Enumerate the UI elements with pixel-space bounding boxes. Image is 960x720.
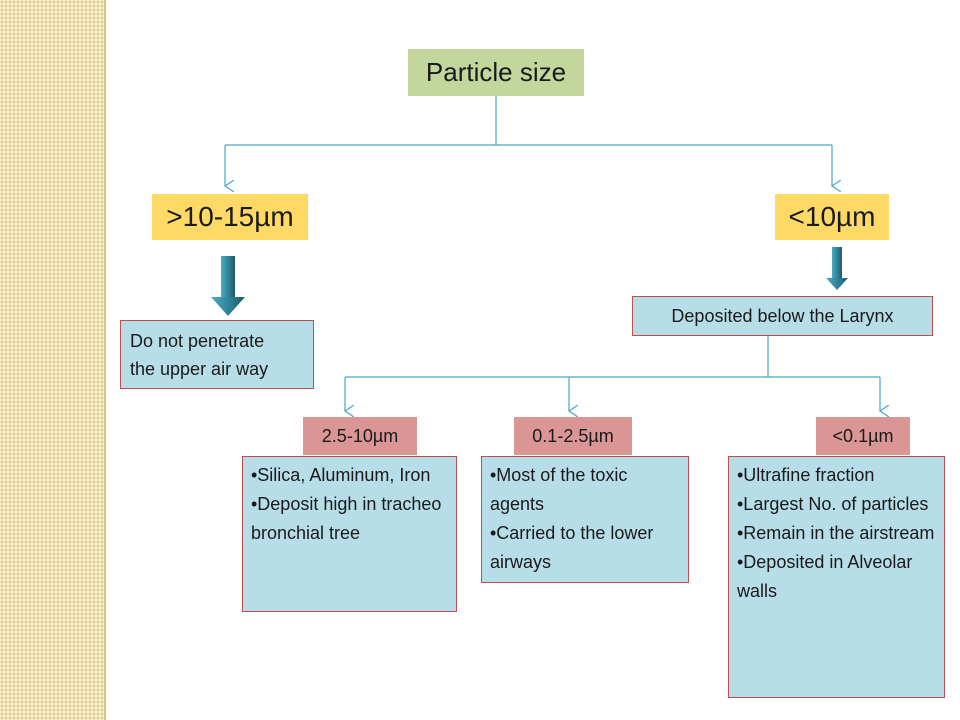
block-arrow-right (826, 247, 848, 290)
coarse-details-box: •Silica, Aluminum, Iron •Deposit high in… (242, 456, 457, 612)
particle-size-label: Particle size (425, 57, 567, 87)
small-particle-label: <10µm (788, 201, 876, 232)
range-label-fine-text: 0.1-2.5µm (532, 425, 614, 446)
fine-details-box: •Most of the toxic agents •Carried to th… (481, 456, 689, 583)
coarse-bullet-2: •Deposit high in tracheo bronchial tree (251, 494, 442, 543)
fine-bullet-2: •Carried to the lower airways (490, 523, 654, 572)
large-particle-node: >10-15µm (152, 194, 308, 240)
ultrafine-details-box: •Ultrafine fraction •Largest No. of part… (728, 456, 945, 698)
small-particle-node: <10µm (775, 194, 889, 240)
upper-airway-line-2: the upper air way (130, 359, 269, 379)
range-label-fine: 0.1-2.5µm (514, 417, 632, 455)
ultrafine-bullet-1: •Ultrafine fraction (737, 465, 875, 485)
range-label-coarse-text: 2.5-10µm (321, 425, 399, 446)
large-particle-label: >10-15µm (166, 201, 294, 232)
side-strip-edge (104, 0, 106, 720)
coarse-bullet-1: •Silica, Aluminum, Iron (251, 465, 431, 485)
upper-airway-line-1: Do not penetrate (130, 331, 265, 351)
block-arrow-left (211, 256, 245, 316)
ultrafine-bullet-3: •Remain in the airstream (737, 523, 935, 543)
ultrafine-bullet-2: •Largest No. of particles (737, 494, 929, 514)
upper-airway-outcome-box: Do not penetrate the upper air way (120, 320, 314, 389)
decorative-side-strip (0, 0, 106, 720)
larynx-outcome-label: Deposited below the Larynx (671, 305, 894, 326)
range-label-ultrafine: <0.1µm (816, 417, 910, 455)
range-label-coarse: 2.5-10µm (303, 417, 417, 455)
range-label-ultrafine-text: <0.1µm (832, 425, 894, 446)
particle-size-node: Particle size (408, 49, 584, 96)
ultrafine-bullet-4: •Deposited in Alveolar walls (737, 552, 913, 601)
larynx-outcome-box: Deposited below the Larynx (632, 296, 933, 336)
fine-bullet-1: •Most of the toxic agents (490, 465, 628, 514)
